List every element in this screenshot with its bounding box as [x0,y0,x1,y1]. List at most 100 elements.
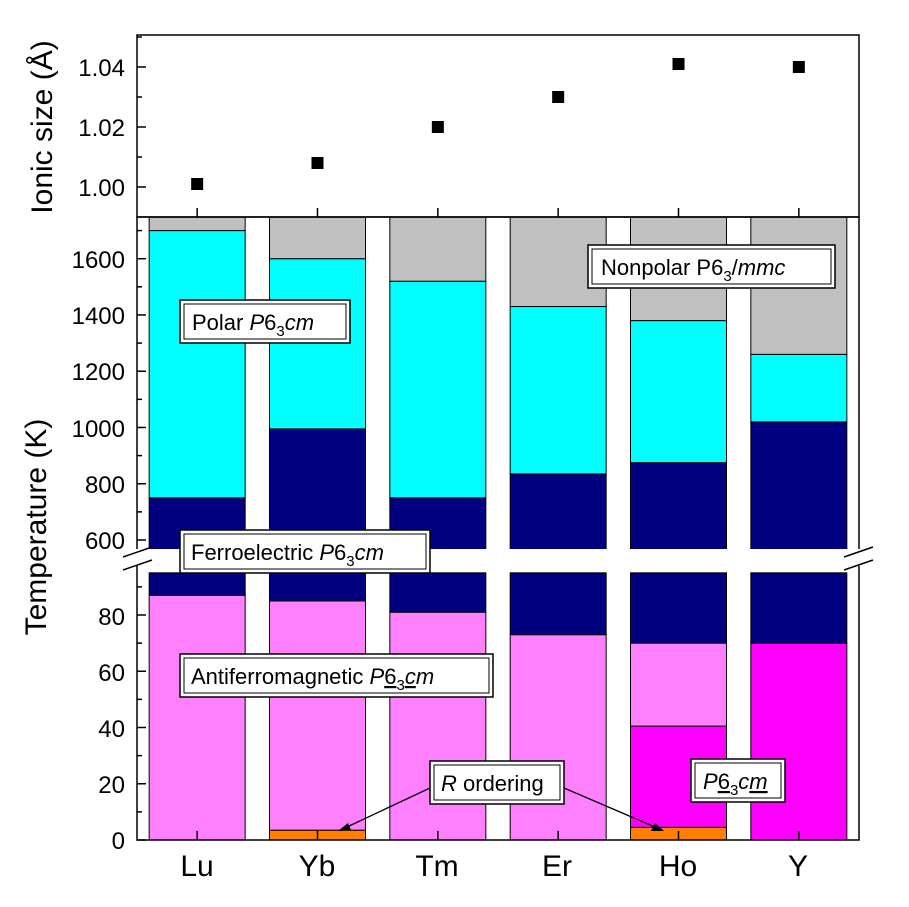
polar-annotation: Polar P63cm [179,299,351,344]
category-label: Yb [299,850,336,883]
ionic-size-panel [136,34,860,841]
bar-segment-polar [509,306,607,475]
afm-label-c: c [405,664,416,689]
polar-label-cm: cm [285,310,314,335]
ferroelectric-label: Ferroelectric P63cm [191,540,384,570]
second-afm-annotation: P63cm [690,758,786,803]
ferroelectric-label-6: 6 [334,540,346,565]
ferroelectric-box-inner [183,533,427,570]
category-label: Tm [415,850,458,883]
nonpolar-label: Nonpolar P63/mmc [601,255,785,285]
bar-segment-ferroelectric [269,572,366,602]
bar-segment-ferroelectric [630,572,727,644]
ionic-size-point [552,91,565,103]
polar-label-text: Polar [192,310,249,335]
bar-segment-antiferromagnetic [389,611,487,841]
ionic-size-points [191,58,805,190]
bar-segment-ferroelectric [630,462,727,555]
antiferromagnetic-annotation: Antiferromagnetic P63cm [179,653,494,698]
r-ordering-box-inner [433,764,561,801]
r-ordering-arrowhead-right [651,823,664,831]
bar-segment-polar [148,230,246,499]
bar-segment-antiferromagnetic [269,600,366,831]
tick-labels: 1.00 1.02 1.04 600 800 1000 1200 1400 16… [72,55,125,855]
r-ordering-arrow-right [563,787,656,828]
axis-break-mark-right-upper [843,546,874,558]
nonpolar-box-inner [591,248,832,285]
ionic-size-point [311,157,324,169]
temperature-tick-label: 1000 [72,416,125,443]
r-ordering-annotation: R ordering [338,760,664,831]
ferroelectric-label-cm: cm [355,540,384,565]
r-ordering-arrow-left [346,787,431,828]
ferroelectric-label-text: Ferroelectric [191,540,319,565]
nonpolar-label-slash: / [732,255,739,280]
afm-label: Antiferromagnetic P63cm [191,664,434,694]
temperature-tick-label: 600 [85,528,125,555]
temperature-tick-label: 80 [98,604,125,631]
nonpolar-label-text: Nonpolar P6 [601,255,723,280]
second-afm-label-p: P [703,769,718,794]
afm-label-text: Antiferromagnetic [191,664,370,689]
polar-label: Polar P63cm [192,310,314,340]
r-ordering-label-r: R [441,771,457,796]
category-label: Lu [180,850,213,883]
r-ordering-label-text: ordering [457,771,544,796]
afm-label-m: m [416,664,434,689]
second-afm-box-inner [694,762,782,799]
bar-segment-polar [630,320,727,464]
temperature-tick-label: 60 [98,660,125,687]
polar-label-subscript: 3 [276,323,284,340]
ionic-size-point [431,121,444,133]
second-afm-label-m: m [749,769,767,794]
temperature-tick-label: 20 [98,772,125,799]
temperature-axis-title: Temperature (K) [20,419,53,636]
ionic-size-frame [136,34,860,218]
second-afm-label: P63cm [703,769,768,799]
temperature-tick-label: 1600 [72,247,125,274]
ionic-size-point [191,178,204,190]
bar-segment-ferroelectric [509,572,607,636]
nonpolar-label-mmc: mmc [738,255,786,280]
category-labels: Lu Yb Tm Er Ho Y [180,850,808,883]
axis-break-mark-left-lower [122,559,153,571]
ionic-tick-label: 1.02 [78,115,125,142]
bar-segment-polar [750,353,848,423]
second-afm-label-subscript: 3 [730,782,738,799]
temperature-tick-label: 1400 [72,303,125,330]
bar-segment-nonpolar [148,216,246,232]
axis-ticks [137,36,800,841]
ionic-size-axis-title: Ionic size (Å) [26,40,59,213]
ionic-size-point [672,58,685,70]
category-label: Er [542,850,572,883]
ionic-size-point [792,61,805,73]
category-label: Y [788,850,808,883]
afm-label-subscript: 3 [396,677,404,694]
bar-segment-antiferromagnetic [148,594,246,841]
bar-segment-ferroelectric [148,572,246,596]
bar-segment-polar [389,280,487,499]
bar-segment-nonpolar [269,216,366,260]
r-ordering-label: R ordering [441,771,544,796]
bar-segment-antiferromagnetic [630,642,727,727]
axis-break-mark-left-upper [122,546,153,558]
bar-segment-ferroelectric [509,473,607,555]
afm-label-p: P [370,664,385,689]
nonpolar-label-subscript: 3 [723,268,731,285]
ionic-tick-label: 1.00 [78,175,125,202]
bar-segment-second-afm [750,642,848,841]
second-afm-label-6: 6 [718,769,730,794]
temperature-tick-label: 800 [85,472,125,499]
category-label: Ho [659,850,697,883]
temperature-tick-label: 0 [112,828,125,855]
polar-label-p: P [249,310,264,335]
nonpolar-annotation: Nonpolar P63/mmc [587,244,836,289]
ionic-tick-label: 1.04 [78,55,125,82]
temperature-frame [136,216,860,841]
bar-segment-nonpolar [389,216,487,282]
bar-segment-antiferromagnetic [509,634,607,841]
bar-segment-ferroelectric [750,421,848,555]
temperature-tick-label: 1200 [72,359,125,386]
ferroelectric-annotation: Ferroelectric P63cm [179,529,431,574]
bar-segment-polar [269,258,366,430]
